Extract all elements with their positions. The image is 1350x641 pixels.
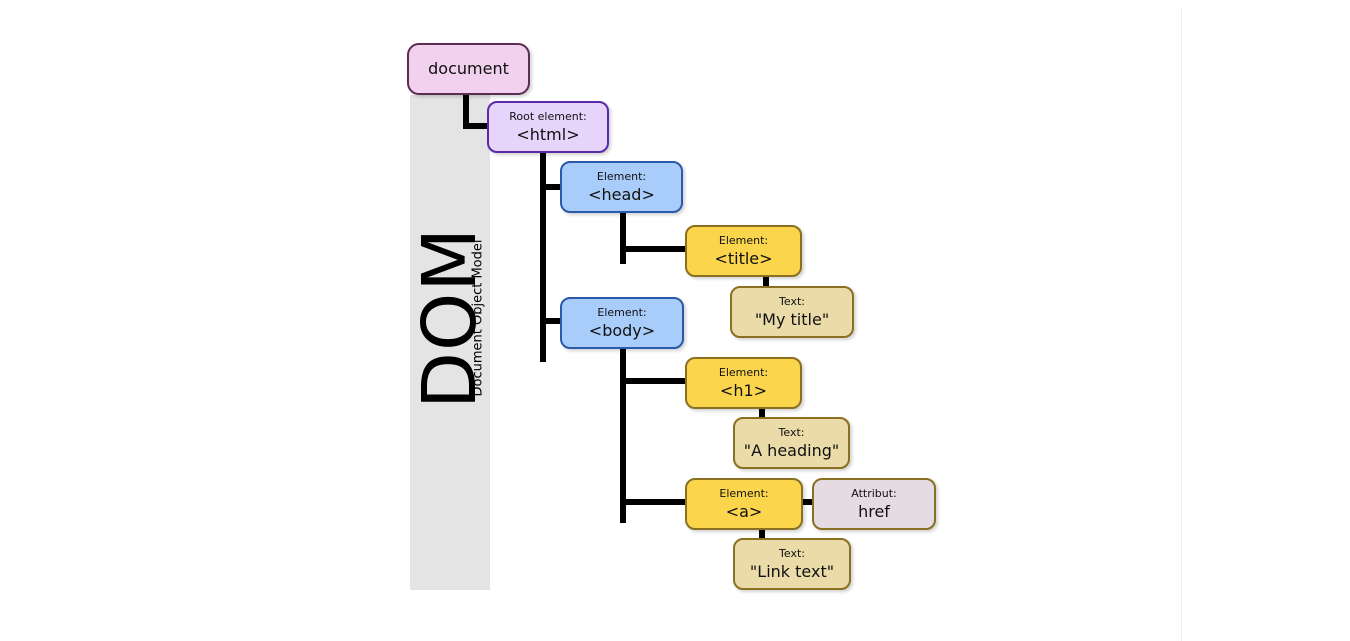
connector-a-text [759,527,765,541]
node-a: Element: <a> [685,478,803,530]
node-title-text-value: "My title" [754,309,830,329]
node-h1-tag: <h1> [719,380,768,400]
node-h1: Element: <h1> [685,357,802,409]
node-html-tag: <html> [516,124,580,144]
connector-head-title [620,246,687,252]
connector-h1-text [759,406,765,420]
dom-subtitle: Document Object Model [470,239,486,397]
node-title: Element: <title> [685,225,802,277]
connector-html-body [540,318,562,324]
node-h1-caption: Element: [718,365,769,379]
node-body: Element: <body> [560,297,684,349]
node-head: Element: <head> [560,161,683,213]
node-h1-text-caption: Text: [778,425,805,439]
node-h1-text-value: "A heading" [743,440,840,460]
connector-body-trunk [620,348,626,523]
node-body-tag: <body> [588,320,656,340]
connector-html-head [540,184,562,190]
node-head-caption: Element: [596,169,647,183]
connector-document-html-h [463,123,489,129]
node-a-tag: <a> [725,501,763,521]
node-a-attribute: Attribut: href [812,478,936,530]
node-a-text-caption: Text: [779,546,805,560]
connector-document-html-v [463,93,469,129]
node-a-attribute-value: href [858,501,890,521]
connector-html-trunk [540,152,546,362]
node-title-text: Text: "My title" [730,286,854,338]
node-h1-text: Text: "A heading" [733,417,850,469]
connector-title-text [763,275,769,289]
node-html-caption: Root element: [509,109,587,123]
node-title-tag: <title> [714,248,773,268]
connector-head-trunk [620,212,626,264]
page-edge [1181,8,1182,641]
node-a-text-value: "Link text" [749,561,835,581]
node-head-tag: <head> [588,184,655,204]
connector-body-h1 [620,378,687,384]
side-band [410,95,490,590]
node-html: Root element: <html> [487,101,609,153]
node-a-caption: Element: [719,486,769,500]
node-a-text: Text: "Link text" [733,538,851,590]
node-body-caption: Element: [597,305,647,319]
node-document-label: document [428,59,509,78]
node-title-caption: Element: [718,233,769,247]
node-document: document [407,43,530,95]
node-a-attribute-caption: Attribut: [851,486,897,500]
connector-body-a [620,499,687,505]
connector-a-attr [802,499,815,505]
node-title-text-caption: Text: [779,294,805,308]
